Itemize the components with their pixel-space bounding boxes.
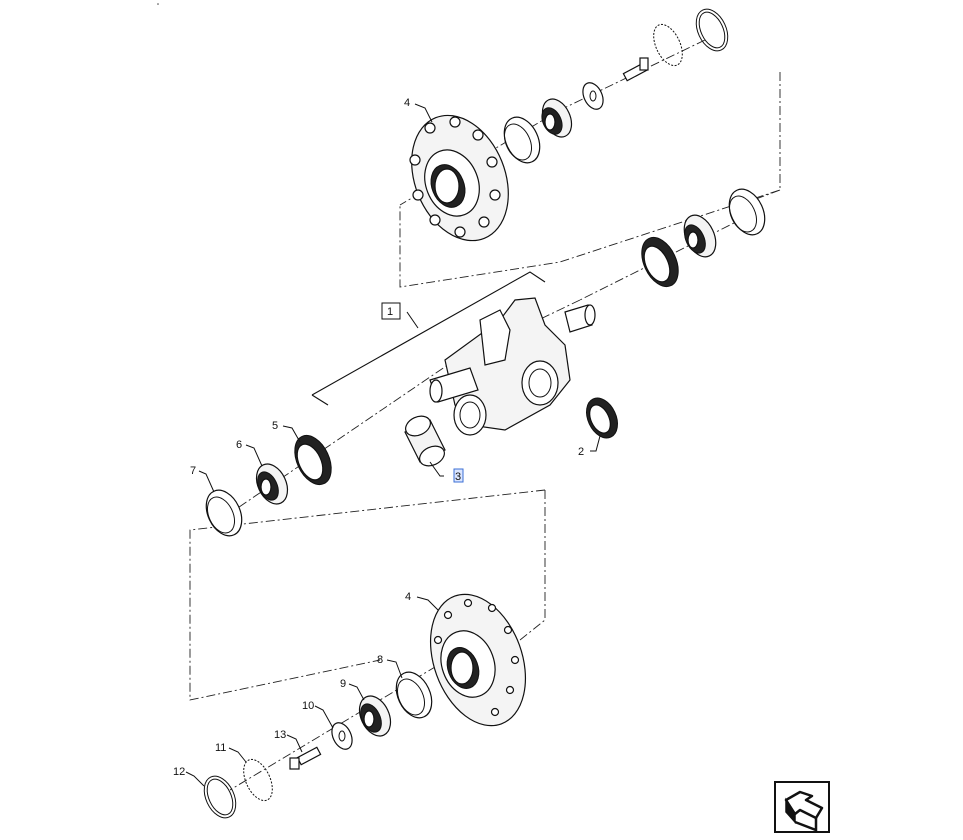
bearing-cup-8[interactable]: [389, 666, 438, 723]
wheel-hub-bottom[interactable]: [413, 581, 542, 739]
seal-ring-2[interactable]: [580, 393, 623, 443]
callout-labels: 1 2 3 4 4 5 6 7 8 9 10 11 12 13: [173, 97, 584, 778]
bearing-cone-9[interactable]: [353, 691, 396, 741]
callout-5[interactable]: 5: [272, 420, 278, 432]
bearing-cup-7[interactable]: [199, 484, 248, 541]
callout-2[interactable]: 2: [578, 446, 584, 458]
bolt-top[interactable]: [622, 57, 649, 82]
callout-1[interactable]: 1: [387, 306, 393, 318]
wheel-hub-top[interactable]: [394, 101, 526, 255]
snap-ring-12[interactable]: [198, 771, 242, 823]
seal-5[interactable]: [288, 430, 339, 491]
bearing-cup-right[interactable]: [722, 183, 771, 240]
callout-4-top[interactable]: 4: [404, 97, 410, 109]
callout-10[interactable]: 10: [302, 700, 314, 712]
seal-right[interactable]: [635, 232, 686, 293]
stray-dot: [157, 3, 159, 5]
bearing-cone-6[interactable]: [250, 459, 293, 509]
callout-1-box: [381, 302, 401, 320]
callout-8[interactable]: 8: [377, 654, 383, 666]
callout-12[interactable]: 12: [173, 766, 185, 778]
tone-ring-top[interactable]: [648, 20, 688, 70]
callout-4-bottom[interactable]: 4: [405, 591, 411, 603]
callout-11[interactable]: 11: [215, 742, 226, 754]
washer-top[interactable]: [579, 80, 607, 113]
part-1-bracket: [311, 271, 546, 406]
callout-leaders: [185, 103, 601, 787]
bearing-cup-top[interactable]: [497, 111, 546, 168]
steering-knuckle[interactable]: [429, 297, 596, 436]
arrow-orientation-icon: [774, 781, 830, 833]
bushing-3[interactable]: [402, 412, 447, 469]
callout-6[interactable]: 6: [236, 439, 242, 451]
tone-ring-11[interactable]: [238, 755, 278, 805]
callout-3-highlight: [453, 468, 464, 483]
washer-10[interactable]: [328, 720, 356, 753]
bolt-13[interactable]: [289, 746, 322, 770]
callout-13[interactable]: 13: [274, 729, 286, 741]
bearing-cone-top[interactable]: [537, 94, 577, 141]
snap-ring-top[interactable]: [690, 4, 734, 56]
bearing-cone-right[interactable]: [678, 210, 722, 262]
callout-9[interactable]: 9: [340, 678, 346, 690]
callout-3[interactable]: 3: [455, 471, 461, 483]
callout-7[interactable]: 7: [190, 465, 196, 477]
